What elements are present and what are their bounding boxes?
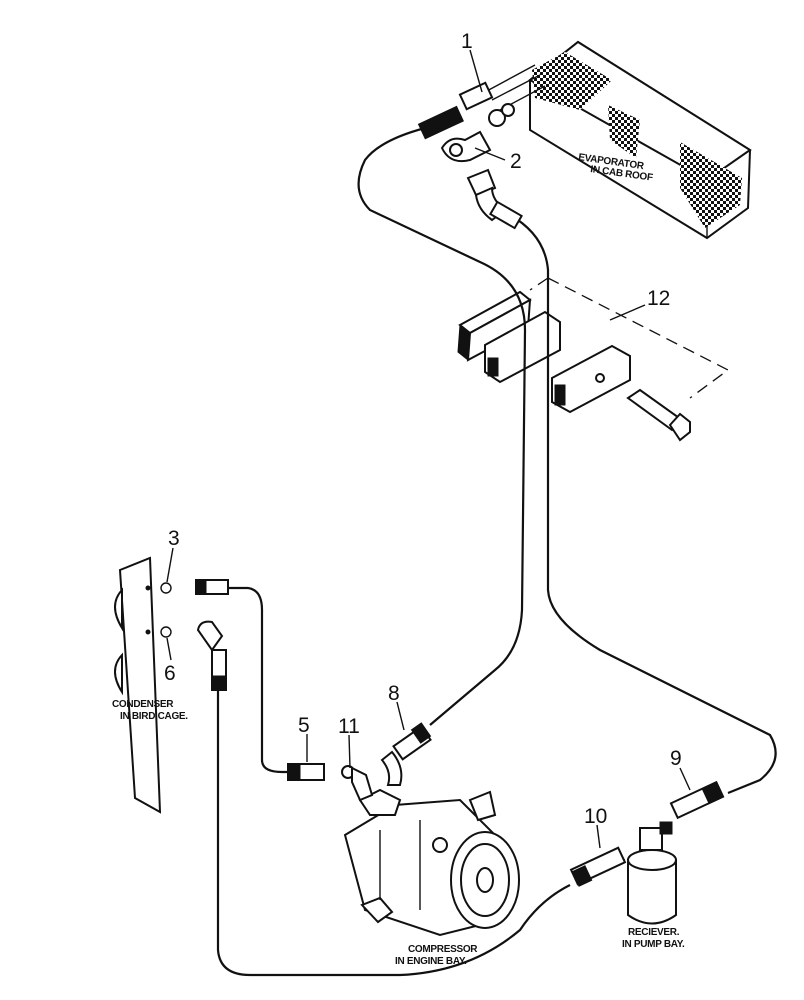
- receiver-sublabel: IN PUMP BAY.: [622, 939, 685, 950]
- hose-bracket-assembly: [457, 277, 730, 442]
- receiver-unit: [627, 821, 677, 925]
- callout-8: 8: [388, 682, 400, 705]
- callout-2: 2: [510, 150, 522, 173]
- callout-1: 1: [461, 30, 473, 53]
- callout-10: 10: [584, 805, 607, 828]
- callout-6: 6: [164, 662, 176, 685]
- callout-12: 12: [647, 287, 670, 310]
- condenser-unit: [114, 556, 172, 814]
- callout-3: 3: [168, 527, 180, 550]
- condenser-sublabel: IN BIRD CAGE.: [120, 711, 188, 722]
- compressor-sublabel: IN ENGINE BAY.: [395, 956, 467, 967]
- callout-5: 5: [298, 714, 310, 737]
- callout-11: 11: [338, 715, 360, 738]
- compressor-unit: [343, 788, 520, 937]
- leader-lines: [166, 49, 691, 849]
- fittings: [195, 168, 725, 887]
- compressor-label: COMPRESSOR: [408, 944, 478, 955]
- evaporator-unit: [417, 40, 752, 240]
- callout-9: 9: [670, 747, 682, 770]
- condenser-label: CONDENSER: [112, 699, 174, 710]
- receiver-label: RECIEVER.: [628, 927, 680, 938]
